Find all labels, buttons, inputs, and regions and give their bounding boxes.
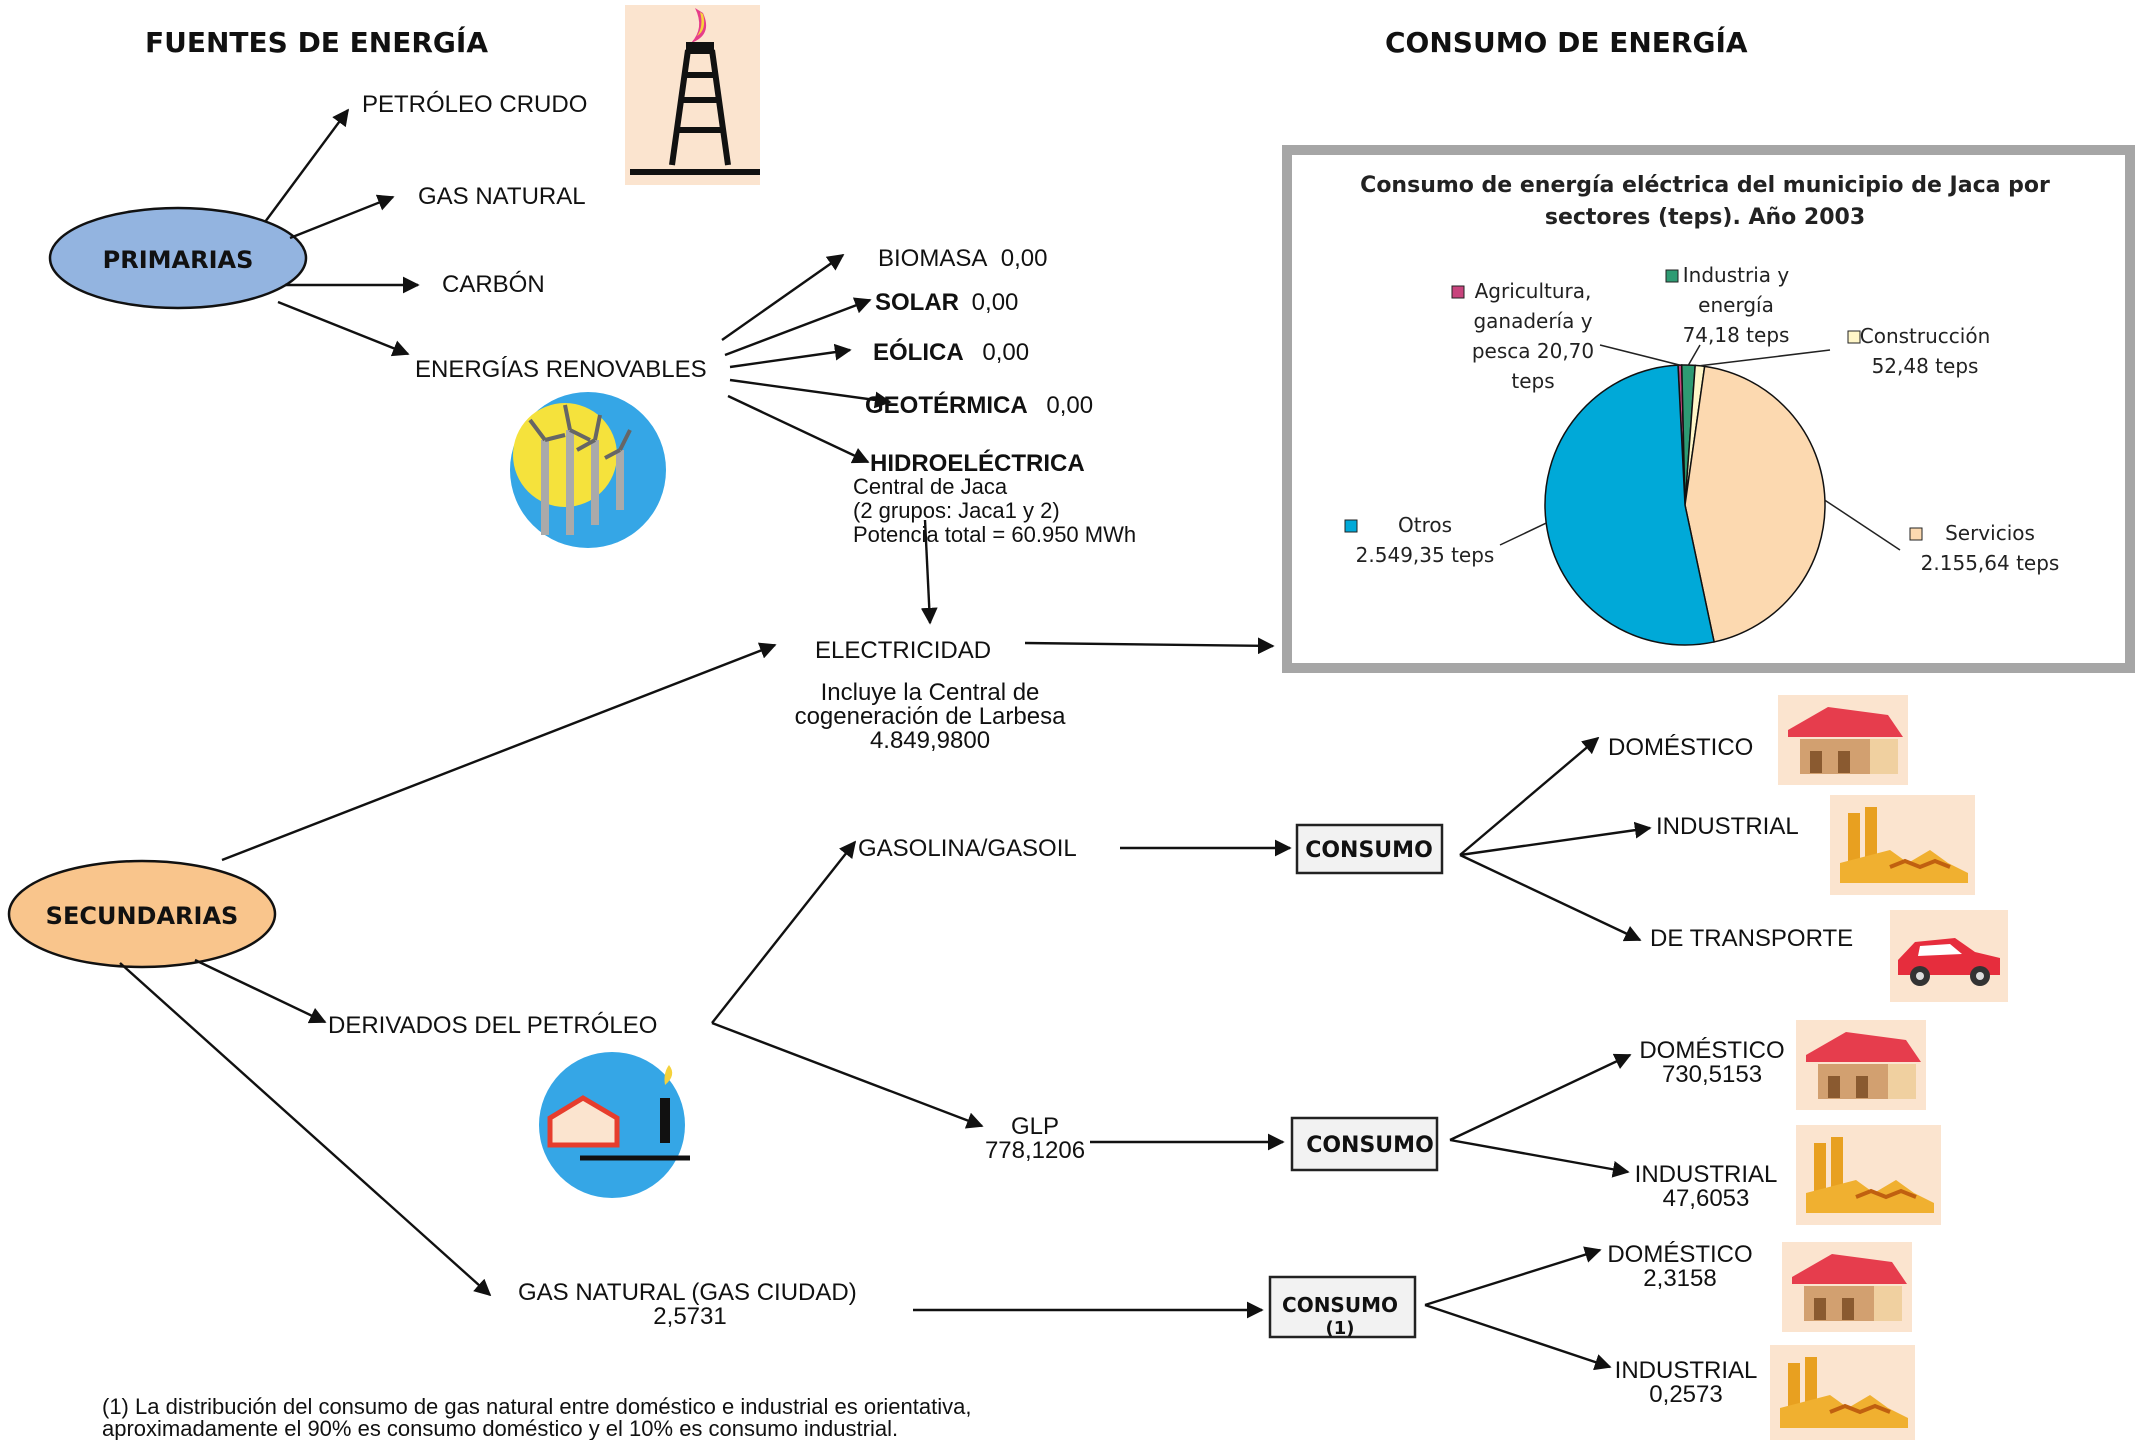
pie-label-0-2: pesca 20,70	[1472, 339, 1594, 363]
geothermal-label: GEOTÉRMICA	[865, 391, 1028, 419]
oil-derrick-icon	[625, 5, 760, 185]
consumo-box-3	[1268, 1275, 1417, 1339]
svg-text:BIOMASA 0,00: BIOMASA 0,00	[878, 245, 1047, 272]
ng-domestic-label: DOMÉSTICO	[1607, 1241, 1752, 1268]
pie-leader-4	[1499, 522, 1547, 546]
pie-slice-4	[1544, 364, 1716, 646]
primarias-label: PRIMARIAS	[103, 246, 254, 274]
svg-text:EÓLICA 0,00: EÓLICA 0,00	[873, 338, 1029, 366]
hydro-line3: Potencia total = 60.950 MWh	[853, 522, 1136, 547]
biomass-value: 0,00	[1001, 245, 1048, 272]
consumption-header: CONSUMO DE ENERGÍA	[1385, 25, 1748, 59]
transport-label: DE TRANSPORTE	[1650, 925, 1853, 952]
crude-oil-label: PETRÓLEO CRUDO	[362, 91, 587, 118]
renewables-label: ENERGÍAS RENOVABLES	[415, 356, 707, 383]
wind-turbine-icon	[510, 392, 666, 548]
primarias-node	[48, 206, 308, 310]
glp-domestic-value: 730,5153	[1662, 1061, 1762, 1088]
natgas-label: GAS NATURAL (GAS CIUDAD)	[518, 1279, 857, 1306]
ng-domestic-value: 2,3158	[1643, 1265, 1716, 1292]
pie-leader-1	[1687, 344, 1701, 366]
pie-leader-2	[1699, 349, 1831, 367]
natgas-value: 2,5731	[653, 1303, 726, 1330]
pie-leader-3	[1824, 499, 1901, 551]
consumo-box-2	[1290, 1116, 1439, 1172]
hydro-line2: (2 grupos: Jaca1 y 2)	[853, 498, 1060, 523]
electricity-label: ELECTRICIDAD	[815, 637, 991, 664]
consumo-box-1	[1295, 823, 1444, 875]
chart-title-line1: Consumo de energía eléctrica del municip…	[1360, 173, 2050, 198]
house-icon	[1796, 1020, 1926, 1110]
pie-label-0-3: teps	[1511, 369, 1554, 393]
sources-header: FUENTES DE ENERGÍA	[145, 25, 488, 59]
secundarias-node	[7, 859, 277, 969]
gasoline-domestic-label: DOMÉSTICO	[1608, 734, 1753, 761]
pie-legend-swatch-3	[1909, 527, 1923, 541]
pie-label-0-0: Agricultura,	[1475, 279, 1592, 303]
electricity-note2: cogeneración de Larbesa	[795, 703, 1067, 730]
factory-icon	[1796, 1125, 1941, 1225]
pie-label-0-1: ganadería y	[1473, 309, 1592, 333]
derivatives-label: DERIVADOS DEL PETRÓLEO	[328, 1012, 657, 1039]
pie-label-4-0: Otros	[1398, 513, 1452, 537]
pie-legend-swatch-2	[1847, 330, 1861, 344]
coal-label: CARBÓN	[442, 271, 545, 298]
geothermal-value: 0,00	[1046, 392, 1093, 419]
pie-label-4-1: 2.549,35 teps	[1356, 543, 1495, 567]
factory-icon	[1830, 795, 1975, 895]
glp-value: 778,1206	[985, 1137, 1085, 1164]
secundarias-label: SECUNDARIAS	[46, 902, 239, 930]
ng-industrial-label: INDUSTRIAL	[1615, 1357, 1758, 1384]
pie-label-2-1: 52,48 teps	[1872, 354, 1979, 378]
electricity-value: 4.849,9800	[870, 727, 990, 754]
wind-value: 0,00	[982, 339, 1029, 366]
biomass-label: BIOMASA	[878, 245, 987, 272]
gasoline-label: GASOLINA/GASOIL	[858, 835, 1077, 862]
consumo-label-2: CONSUMO	[1306, 1133, 1434, 1158]
solar-value: 0,00	[972, 289, 1019, 316]
pie-label-1-1: energía	[1698, 293, 1774, 317]
pie-chart: Consumo de energía eléctrica del municip…	[1282, 145, 2135, 673]
consumo-label-1: CONSUMO	[1305, 838, 1433, 863]
factory-icon	[1770, 1345, 1915, 1440]
svg-text:GEOTÉRMICA 0,00: GEOTÉRMICA 0,00	[865, 391, 1093, 419]
pie-label-2-0: Construcción	[1860, 324, 1991, 348]
glp-label: GLP	[1011, 1113, 1059, 1140]
natural-gas-label: GAS NATURAL	[418, 183, 586, 210]
ng-industrial-value: 0,2573	[1649, 1381, 1722, 1408]
footnote-line2: aproximadamente el 90% es consumo domést…	[102, 1416, 898, 1440]
car-icon	[1890, 910, 2008, 1002]
svg-text:SOLAR 0,00: SOLAR 0,00	[875, 289, 1018, 316]
gas-tank-icon	[539, 1052, 690, 1198]
pie-legend-swatch-4	[1344, 519, 1358, 533]
house-icon	[1782, 1242, 1912, 1332]
glp-industrial-label: INDUSTRIAL	[1635, 1161, 1778, 1188]
pie-leader-0	[1599, 344, 1681, 366]
chart-title-line2: sectores (teps). Año 2003	[1545, 205, 1865, 230]
solar-label: SOLAR	[875, 289, 959, 316]
house-icon	[1778, 695, 1908, 785]
consumo-label-3: CONSUMO	[1282, 1293, 1398, 1317]
pie-legend-swatch-0	[1451, 285, 1465, 299]
pie-legend-swatch-1	[1665, 269, 1679, 283]
pie-label-3-1: 2.155,64 teps	[1921, 551, 2060, 575]
hydro-label: HIDROELÉCTRICA	[870, 449, 1085, 477]
footnote-line1: (1) La distribución del consumo de gas n…	[102, 1394, 971, 1419]
wind-label: EÓLICA	[873, 338, 964, 366]
gasoline-industrial-label: INDUSTRIAL	[1656, 813, 1799, 840]
consumo-label-3b: (1)	[1326, 1318, 1355, 1339]
pie-label-3-0: Servicios	[1945, 521, 2035, 545]
glp-industrial-value: 47,6053	[1663, 1185, 1750, 1212]
hydro-line1: Central de Jaca	[853, 474, 1008, 499]
electricity-note1: Incluye la Central de	[821, 679, 1040, 706]
glp-domestic-label: DOMÉSTICO	[1639, 1037, 1784, 1064]
pie-label-1-0: Industria y	[1683, 263, 1790, 287]
pie-label-1-2: 74,18 teps	[1683, 323, 1790, 347]
